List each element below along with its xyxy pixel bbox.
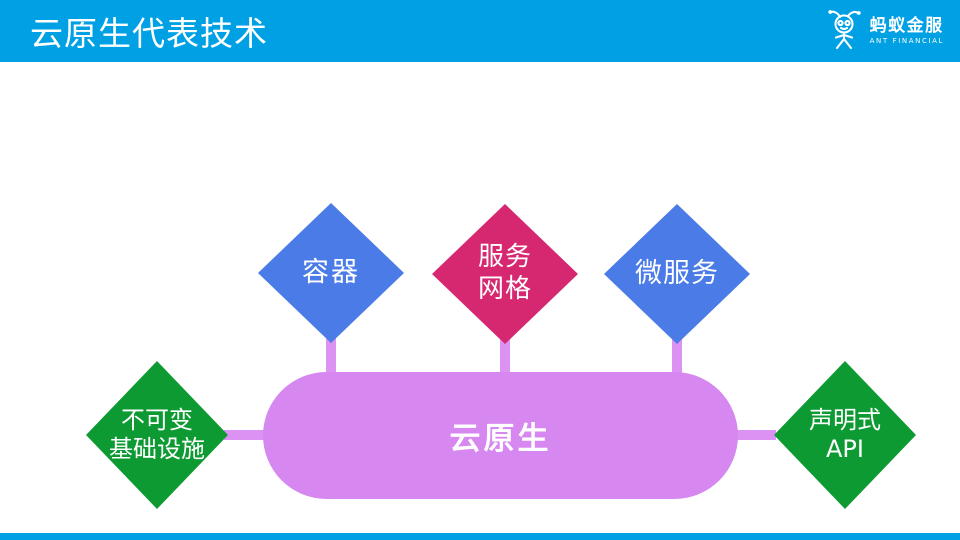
connector-infra-to-center <box>224 430 268 440</box>
logo-wordmark: 蚂蚁金服 ANT FINANCIAL <box>870 17 944 45</box>
node-container-label: 容器 <box>302 256 360 288</box>
connector-api-to-center <box>732 430 776 440</box>
connector-container-to-center <box>326 338 336 376</box>
logo-text-en: ANT FINANCIAL <box>869 36 944 45</box>
center-node-cloud-native: 云原生 <box>263 372 738 499</box>
cloud-native-diagram: 云原生 容器 服务 网格 微服务 不可变 基础设施 声明式 API <box>0 62 960 533</box>
node-microservices: 微服务 <box>604 204 750 344</box>
logo-text-cn: 蚂蚁金服 <box>869 15 944 36</box>
node-declarative-api: 声明式 API <box>774 361 916 509</box>
page-title: 云原生代表技术 <box>30 14 268 53</box>
node-container: 容器 <box>258 203 404 343</box>
node-declarative-api-label: 声明式 API <box>809 405 881 463</box>
connector-microservices-to-center <box>672 338 682 376</box>
node-microservices-label: 微服务 <box>635 257 719 289</box>
header-bar: 云原生代表技术 <box>0 0 960 62</box>
node-service-mesh: 服务 网格 <box>432 204 578 344</box>
node-immutable-infrastructure: 不可变 基础设施 <box>86 361 228 509</box>
footer-accent-bar <box>0 533 960 540</box>
ant-mascot-icon <box>825 7 865 55</box>
connector-mesh-to-center <box>500 338 510 376</box>
center-node-label: 云原生 <box>449 421 552 457</box>
node-service-mesh-label: 服务 网格 <box>477 242 532 304</box>
node-immutable-infrastructure-label: 不可变 基础设施 <box>109 405 205 463</box>
ant-financial-logo: 蚂蚁金服 ANT FINANCIAL <box>825 6 944 56</box>
